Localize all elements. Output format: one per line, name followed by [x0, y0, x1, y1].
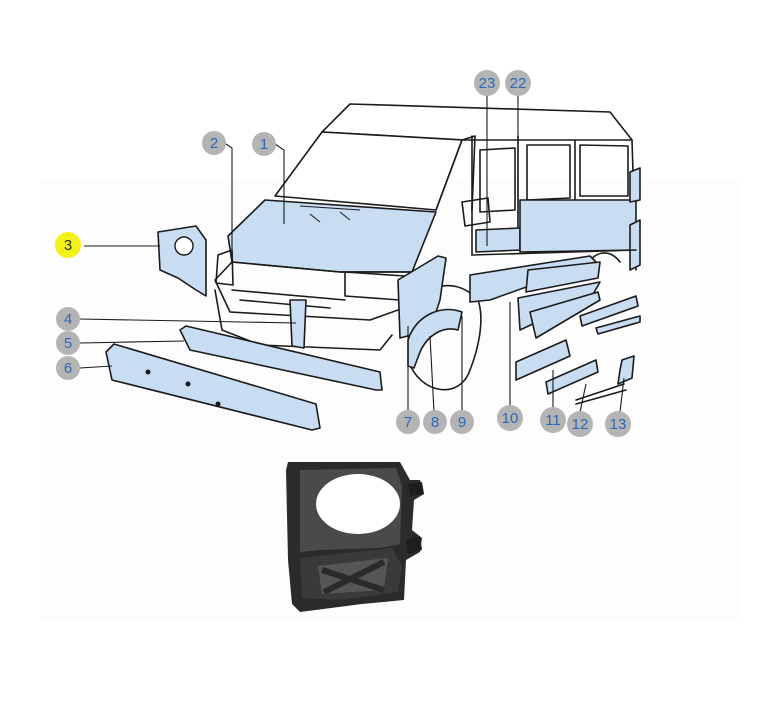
callout-8[interactable]: 8: [423, 410, 447, 434]
callout-2[interactable]: 2: [202, 131, 226, 155]
van-illustration: [214, 103, 641, 391]
callout-4[interactable]: 4: [56, 307, 80, 331]
step-panel: [515, 339, 571, 381]
svg-text:11: 11: [545, 412, 561, 429]
svg-text:2: 2: [210, 135, 218, 152]
side-strip-a: [579, 295, 639, 327]
hood-panel: [227, 199, 437, 273]
svg-text:3: 3: [64, 237, 72, 254]
headlamp-opening: [174, 236, 194, 256]
callout-3[interactable]: 3: [55, 232, 81, 258]
callout-1[interactable]: 1: [252, 132, 276, 156]
svg-text:12: 12: [572, 416, 589, 433]
callout-12[interactable]: 12: [567, 411, 593, 437]
front-crossmember: [179, 325, 383, 391]
svg-text:13: 13: [610, 416, 627, 433]
part-photo-headlamp-bracket: [286, 462, 424, 612]
svg-text:1: 1: [260, 136, 268, 153]
callout-23[interactable]: 23: [474, 70, 500, 96]
svg-text:22: 22: [510, 75, 527, 92]
end-bracket: [617, 355, 635, 385]
callout-11[interactable]: 11: [540, 407, 566, 433]
lower-side-panel-b: [525, 261, 601, 293]
callout-6[interactable]: 6: [56, 356, 80, 380]
svg-text:8: 8: [431, 414, 439, 431]
callout-10[interactable]: 10: [497, 405, 523, 431]
svg-text:9: 9: [458, 414, 466, 431]
side-strip-b: [595, 315, 641, 335]
callout-5[interactable]: 5: [56, 331, 80, 355]
bumper-beam: [105, 343, 321, 431]
svg-text:10: 10: [502, 410, 519, 427]
callout-13[interactable]: 13: [605, 411, 631, 437]
svg-text:5: 5: [64, 335, 72, 352]
headlamp-bracket-panel: [157, 225, 207, 297]
rocker-panel: [529, 291, 601, 339]
svg-text:7: 7: [404, 414, 412, 431]
callout-9[interactable]: 9: [450, 410, 474, 434]
leader-lines: [79, 94, 625, 413]
svg-text:23: 23: [479, 75, 496, 92]
wheel-arch-panel: [407, 308, 463, 369]
step-strip: [545, 359, 599, 395]
radiator-support: [289, 299, 307, 349]
svg-text:4: 4: [64, 311, 72, 328]
step-rail: [575, 383, 627, 405]
callout-7[interactable]: 7: [396, 410, 420, 434]
callout-22[interactable]: 22: [505, 70, 531, 96]
svg-text:6: 6: [64, 360, 72, 377]
